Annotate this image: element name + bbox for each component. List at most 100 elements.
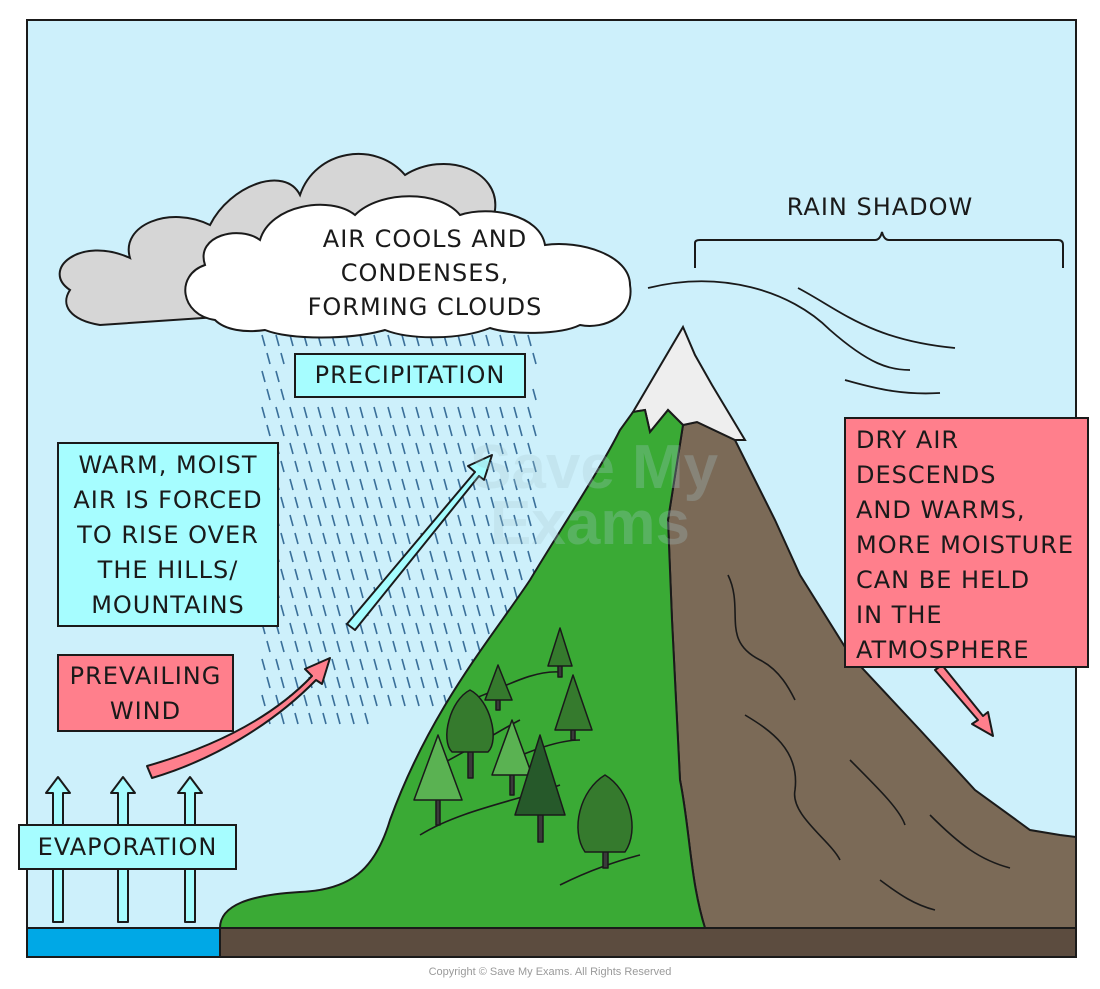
- rain-streak: [280, 496, 285, 509]
- rain-streak: [527, 478, 532, 491]
- rain-streak: [392, 496, 397, 509]
- rain-streak: [373, 442, 378, 455]
- rain-streak: [308, 424, 313, 437]
- rain-streak: [350, 568, 355, 581]
- rain-streak: [350, 604, 355, 617]
- rain-streak: [485, 550, 490, 563]
- rain-streak: [401, 658, 406, 671]
- watermark-line-1: Save My: [470, 433, 719, 502]
- rain-streak: [294, 676, 299, 689]
- rain-streak: [345, 658, 350, 671]
- rain-streak: [429, 622, 434, 635]
- rain-streak: [443, 550, 448, 563]
- rain-streak: [406, 496, 411, 509]
- rain-streak: [266, 676, 271, 689]
- rain-streak: [261, 406, 266, 419]
- rain-streak: [350, 460, 355, 473]
- rain-streak: [280, 388, 285, 401]
- rain-streak: [336, 460, 341, 473]
- prevailing-wind-arrow: [146, 657, 331, 779]
- rain-streak: [303, 442, 308, 455]
- rain-streak: [434, 496, 439, 509]
- rain-streak: [294, 640, 299, 653]
- rain-streak: [429, 406, 434, 419]
- rain-streak: [476, 640, 481, 653]
- rain-streak: [317, 406, 322, 419]
- rain-streak: [471, 622, 476, 635]
- rain-streak: [364, 424, 369, 437]
- rain-streak: [336, 424, 341, 437]
- copyright-text: Copyright © Save My Exams. All Rights Re…: [428, 966, 672, 978]
- rain-streak: [303, 406, 308, 419]
- rain-streak: [401, 622, 406, 635]
- rain-streak: [359, 586, 364, 599]
- rain-streak: [518, 496, 523, 509]
- rain-streak: [504, 568, 509, 581]
- rain-streak: [518, 424, 523, 437]
- rain-streak: [373, 478, 378, 491]
- rain-streak: [401, 478, 406, 491]
- rain-streak: [499, 586, 504, 599]
- rain-streak: [448, 568, 453, 581]
- rain-streak: [280, 604, 285, 617]
- rain-streak: [350, 496, 355, 509]
- rain-streak: [471, 334, 476, 347]
- rain-streak: [373, 334, 378, 347]
- rain-streak: [415, 694, 420, 707]
- rain-streak: [532, 388, 537, 401]
- rain-streak: [261, 370, 266, 383]
- evaporation-label: EVAPORATION: [18, 824, 237, 870]
- rain-streak: [392, 640, 397, 653]
- rain-streak: [462, 424, 467, 437]
- rain-streak: [462, 460, 467, 473]
- rain-streak: [406, 604, 411, 617]
- rain-streak: [457, 658, 462, 671]
- rain-streak: [513, 478, 518, 491]
- rain-streak: [499, 550, 504, 563]
- rain-streak: [345, 478, 350, 491]
- rain-streak: [359, 442, 364, 455]
- rain-streak: [420, 568, 425, 581]
- rain-streak: [532, 352, 537, 365]
- rain-streak: [527, 514, 532, 527]
- rain-streak: [373, 658, 378, 671]
- rain-streak: [350, 532, 355, 545]
- rain-streak: [387, 550, 392, 563]
- rain-streak: [359, 514, 364, 527]
- rain-streak: [485, 478, 490, 491]
- rain-streak: [364, 568, 369, 581]
- rain-streak: [275, 334, 280, 347]
- rain-streak: [504, 496, 509, 509]
- rain-streak: [303, 478, 308, 491]
- rain-streak: [387, 334, 392, 347]
- rain-streak: [317, 442, 322, 455]
- rain-streak: [429, 658, 434, 671]
- rain-streak: [308, 604, 313, 617]
- rain-streak: [373, 622, 378, 635]
- rain-streak: [289, 514, 294, 527]
- rain-streak: [490, 604, 495, 617]
- rain-streak: [448, 532, 453, 545]
- rain-streak: [532, 532, 537, 545]
- rain-streak: [387, 478, 392, 491]
- rain-streak: [331, 586, 336, 599]
- precipitation-label: PRECIPITATION: [294, 353, 526, 398]
- rain-streak: [513, 406, 518, 419]
- rain-streak: [359, 406, 364, 419]
- descending-air-arrow: [934, 664, 994, 737]
- rain-streak: [401, 586, 406, 599]
- rain-streak: [392, 604, 397, 617]
- rain-streak: [331, 406, 336, 419]
- rain-streak: [336, 568, 341, 581]
- rain-streak: [485, 622, 490, 635]
- rain-streak: [415, 514, 420, 527]
- rain-streak: [322, 424, 327, 437]
- rain-streak: [359, 334, 364, 347]
- rain-streak: [275, 658, 280, 671]
- rain-streak: [266, 424, 271, 437]
- rain-streak: [331, 514, 336, 527]
- rain-streak: [280, 532, 285, 545]
- rain-streak: [336, 712, 341, 725]
- rain-streak: [345, 514, 350, 527]
- rock-crevices: [727, 574, 1011, 911]
